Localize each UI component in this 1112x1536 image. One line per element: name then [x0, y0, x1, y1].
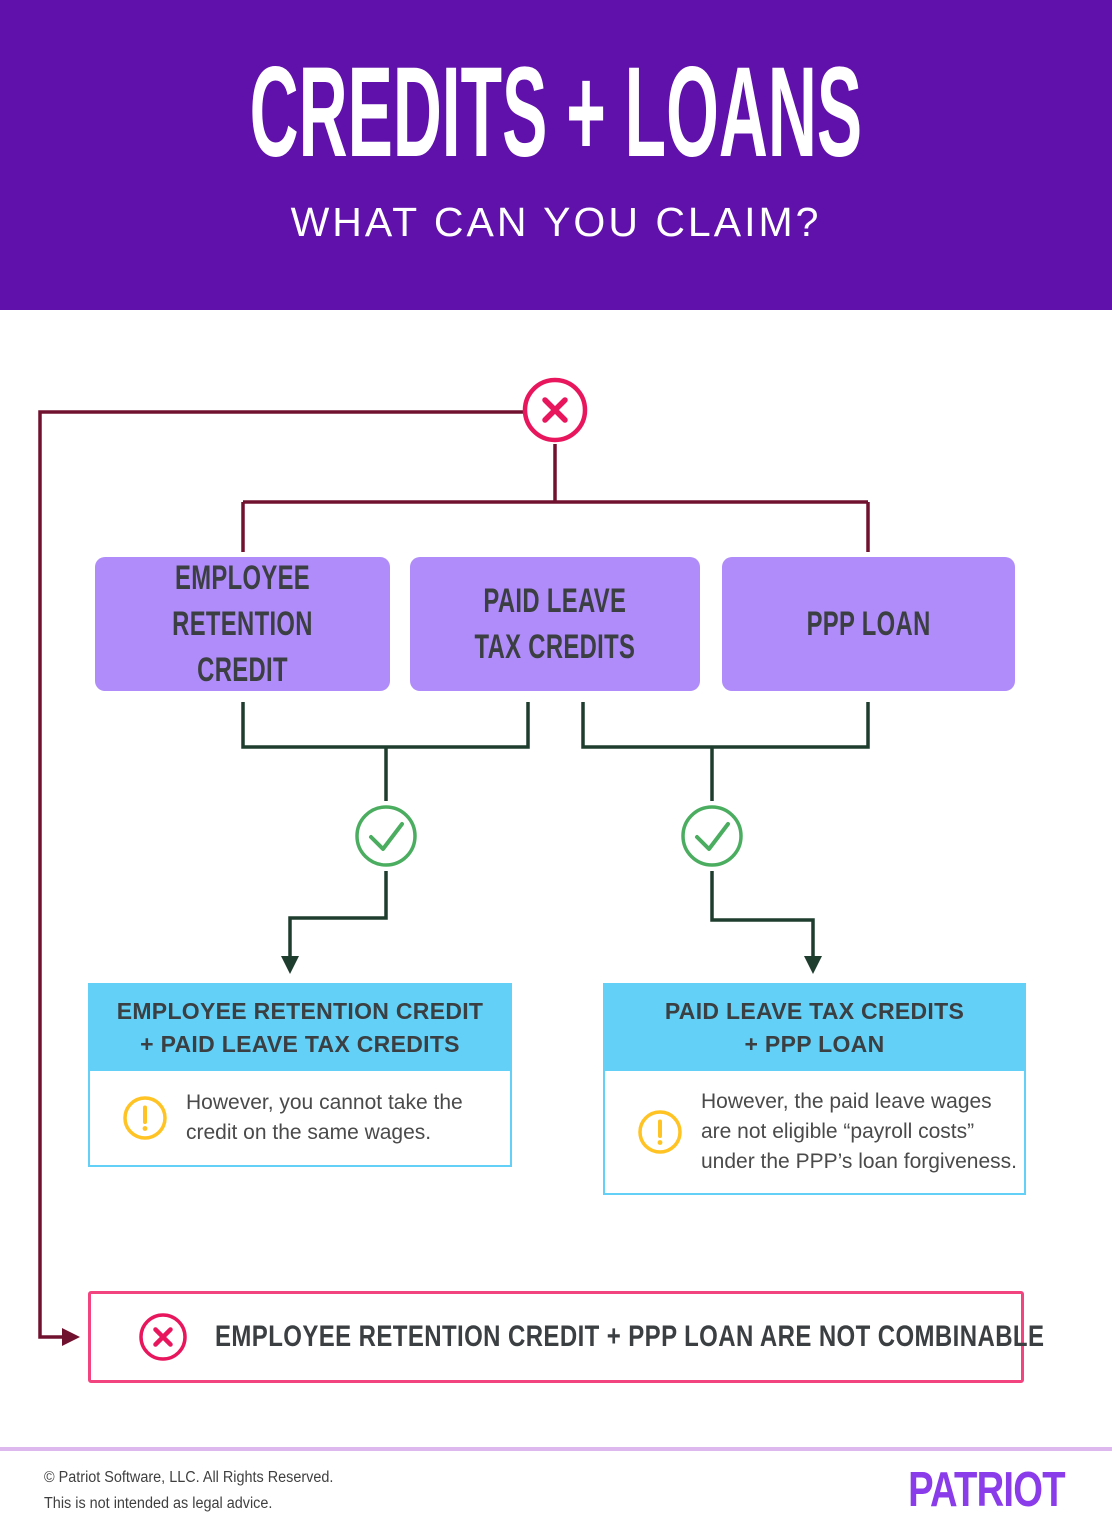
combo-card-body: However, you cannot take the credit on t… — [90, 1071, 510, 1165]
combo-card-paid-leave-ppp: PAID LEAVE TAX CREDITS + PPP LOAN Howeve… — [603, 983, 1026, 1195]
right-elbow-line — [710, 871, 815, 956]
disclaimer-text: This is not intended as legal advice. — [44, 1495, 273, 1512]
patriot-logo: PATRIOT — [908, 1463, 1065, 1517]
exclamation-icon — [123, 1096, 167, 1140]
x-icon — [522, 377, 588, 443]
top-branch-lines — [241, 444, 870, 552]
copyright-text: © Patriot Software, LLC. All Rights Rese… — [44, 1469, 334, 1486]
combo-card-erc-paid-leave: EMPLOYEE RETENTION CREDIT + PAID LEAVE T… — [88, 983, 512, 1167]
arrowhead-right — [62, 1328, 80, 1346]
arrowhead-down — [804, 956, 822, 974]
combo-note: However, the paid leave wages are not el… — [701, 1090, 1017, 1173]
left-combo-bracket — [241, 702, 530, 801]
header-banner: CREDITS + LOANS WHAT CAN YOU CLAIM? — [0, 0, 1112, 310]
page-title-text: CREDITS + LOANS — [249, 40, 863, 184]
combo-card-title: EMPLOYEE RETENTION CREDIT + PAID LEAVE T… — [116, 998, 484, 1057]
not-combinable-label: EMPLOYEE RETENTION CREDIT + PPP LOAN ARE… — [215, 1320, 1045, 1353]
credit-box-label: PPP LOAN — [806, 605, 931, 643]
credit-box-label: EMPLOYEE RETENTION CREDIT — [172, 559, 313, 689]
combo-card-header: PAID LEAVE TAX CREDITS + PPP LOAN — [605, 985, 1024, 1071]
combo-card-header: EMPLOYEE RETENTION CREDIT + PAID LEAVE T… — [90, 985, 510, 1071]
credit-box-employee-retention: EMPLOYEE RETENTION CREDIT — [95, 557, 390, 691]
arrowhead-down — [281, 956, 299, 974]
footer-divider — [0, 1447, 1112, 1451]
exclamation-icon — [638, 1110, 682, 1154]
not-combinable-banner: EMPLOYEE RETENTION CREDIT + PPP LOAN ARE… — [88, 1291, 1044, 1383]
combo-note: However, you cannot take the credit on t… — [186, 1091, 463, 1144]
page-subtitle: WHAT CAN YOU CLAIM? — [290, 198, 822, 245]
check-icon — [355, 805, 417, 867]
credit-box-ppp-loan: PPP LOAN — [722, 557, 1015, 691]
page-title: CREDITS + LOANS — [0, 40, 1112, 184]
right-combo-bracket — [581, 702, 870, 801]
x-icon — [139, 1313, 187, 1361]
not-combinable-connector-line — [38, 410, 524, 1339]
check-icon — [681, 805, 743, 867]
credit-box-label: PAID LEAVE TAX CREDITS — [474, 582, 636, 666]
credit-box-paid-leave: PAID LEAVE TAX CREDITS — [410, 557, 700, 691]
combo-card-title: PAID LEAVE TAX CREDITS + PPP LOAN — [664, 998, 965, 1057]
left-elbow-line — [288, 871, 388, 956]
combo-card-body: However, the paid leave wages are not el… — [605, 1071, 1024, 1193]
